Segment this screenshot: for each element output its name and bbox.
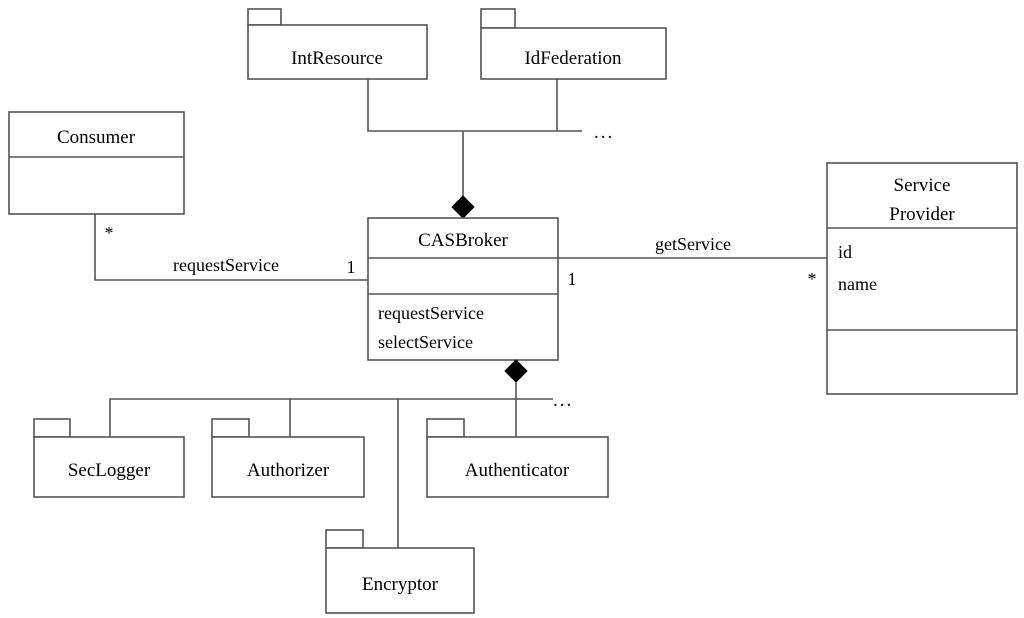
composition-diamond-top	[451, 195, 475, 219]
class-box	[826, 162, 1018, 395]
association-label-getservice: getService	[655, 234, 731, 254]
package-body	[247, 24, 428, 80]
multiplicity-broker-one-right: 1	[568, 269, 577, 289]
package-body	[211, 436, 365, 498]
package-body	[480, 27, 667, 80]
composition-diamond-bottom	[504, 359, 528, 383]
ellipsis-bottom: ...	[553, 390, 573, 411]
class-service-provider[interactable]: Service Provider id name	[826, 162, 1018, 395]
security-bus-line	[109, 398, 553, 437]
attribute-name: name	[838, 274, 877, 294]
class-name-provider: Provider	[889, 204, 955, 225]
multiplicity-provider-star: *	[808, 269, 817, 289]
request-service-line	[94, 214, 368, 281]
class-name-service: Service	[894, 175, 951, 196]
class-consumer[interactable]: Consumer	[8, 111, 185, 215]
package-body	[325, 547, 475, 614]
multiplicity-broker-one-left: 1	[347, 257, 356, 277]
bottom-composition-connector	[109, 359, 553, 548]
package-sec-logger[interactable]: SecLogger	[33, 418, 185, 498]
package-label-seclogger: SecLogger	[68, 460, 151, 481]
top-composition-connector	[367, 79, 582, 219]
class-box	[8, 111, 185, 215]
package-label-authenticator: Authenticator	[465, 460, 570, 481]
package-label-encryptor: Encryptor	[362, 574, 439, 595]
package-id-federation[interactable]: IdFederation	[480, 8, 667, 80]
package-label-authorizer: Authorizer	[247, 460, 330, 481]
operation-select-service: selectService	[378, 332, 473, 352]
package-tab	[480, 8, 516, 29]
association-label-requestservice: requestService	[173, 255, 279, 275]
class-cas-broker[interactable]: CASBroker requestService selectService	[367, 217, 559, 361]
intresource-bus-segment	[367, 79, 582, 132]
package-tab	[426, 418, 465, 438]
class-name-consumer: Consumer	[57, 127, 136, 148]
attribute-id: id	[838, 242, 852, 262]
multiplicity-consumer-star: *	[105, 223, 114, 243]
package-encryptor[interactable]: Encryptor	[325, 529, 475, 614]
class-name-casbroker: CASBroker	[418, 230, 508, 251]
package-tab	[247, 8, 282, 26]
operation-request-service: requestService	[378, 303, 484, 323]
package-tab	[211, 418, 250, 438]
package-label-intresource: IntResource	[291, 48, 383, 69]
ellipsis-top: ...	[594, 122, 614, 143]
package-int-resource[interactable]: IntResource	[247, 8, 428, 80]
package-body	[426, 436, 609, 498]
package-body	[33, 436, 185, 498]
association-request-service[interactable]: * requestService 1	[94, 214, 368, 281]
package-tab	[33, 418, 71, 438]
class-box	[367, 217, 559, 361]
package-authorizer[interactable]: Authorizer	[211, 418, 365, 498]
package-label-idfederation: IdFederation	[524, 48, 622, 69]
package-tab	[325, 529, 364, 549]
package-authenticator[interactable]: Authenticator	[426, 418, 609, 498]
association-get-service[interactable]: getService 1 *	[558, 234, 827, 289]
